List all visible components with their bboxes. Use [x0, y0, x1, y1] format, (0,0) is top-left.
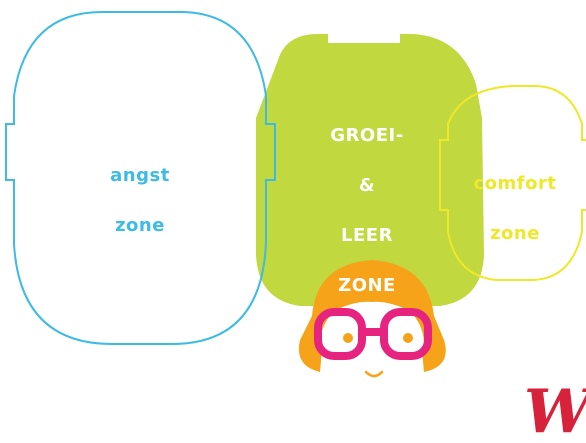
growth-zone-shape: [256, 34, 484, 306]
growth-zone-label-line2: &: [358, 175, 376, 196]
logo-mark: W: [524, 377, 586, 443]
face: [320, 296, 424, 392]
bangs: [322, 280, 424, 318]
comfort-zone-label-line1: comfort: [473, 173, 557, 194]
fear-zone-label: angst zone: [90, 138, 190, 263]
fear-zone-label-line2: zone: [115, 215, 165, 236]
growth-zone-label-line3: LEER: [341, 225, 393, 246]
comfort-zone-label-line2: zone: [490, 223, 540, 244]
left-eye: [343, 333, 353, 343]
right-eye: [403, 333, 413, 343]
fear-zone-shape: [5, 11, 276, 345]
girl-with-glasses-illustration: [298, 260, 446, 392]
growth-zone-label-line4: ZONE: [338, 275, 396, 296]
growth-zone-label: GROEI- & LEER ZONE: [312, 98, 422, 323]
mouth: [364, 370, 384, 378]
fear-zone-label-line1: angst: [110, 165, 170, 186]
glasses: [314, 308, 432, 360]
comfort-zone-label: comfort zone: [462, 146, 568, 271]
comfort-zone-shape: [439, 85, 586, 281]
growth-zone-label-line1: GROEI-: [330, 125, 404, 146]
